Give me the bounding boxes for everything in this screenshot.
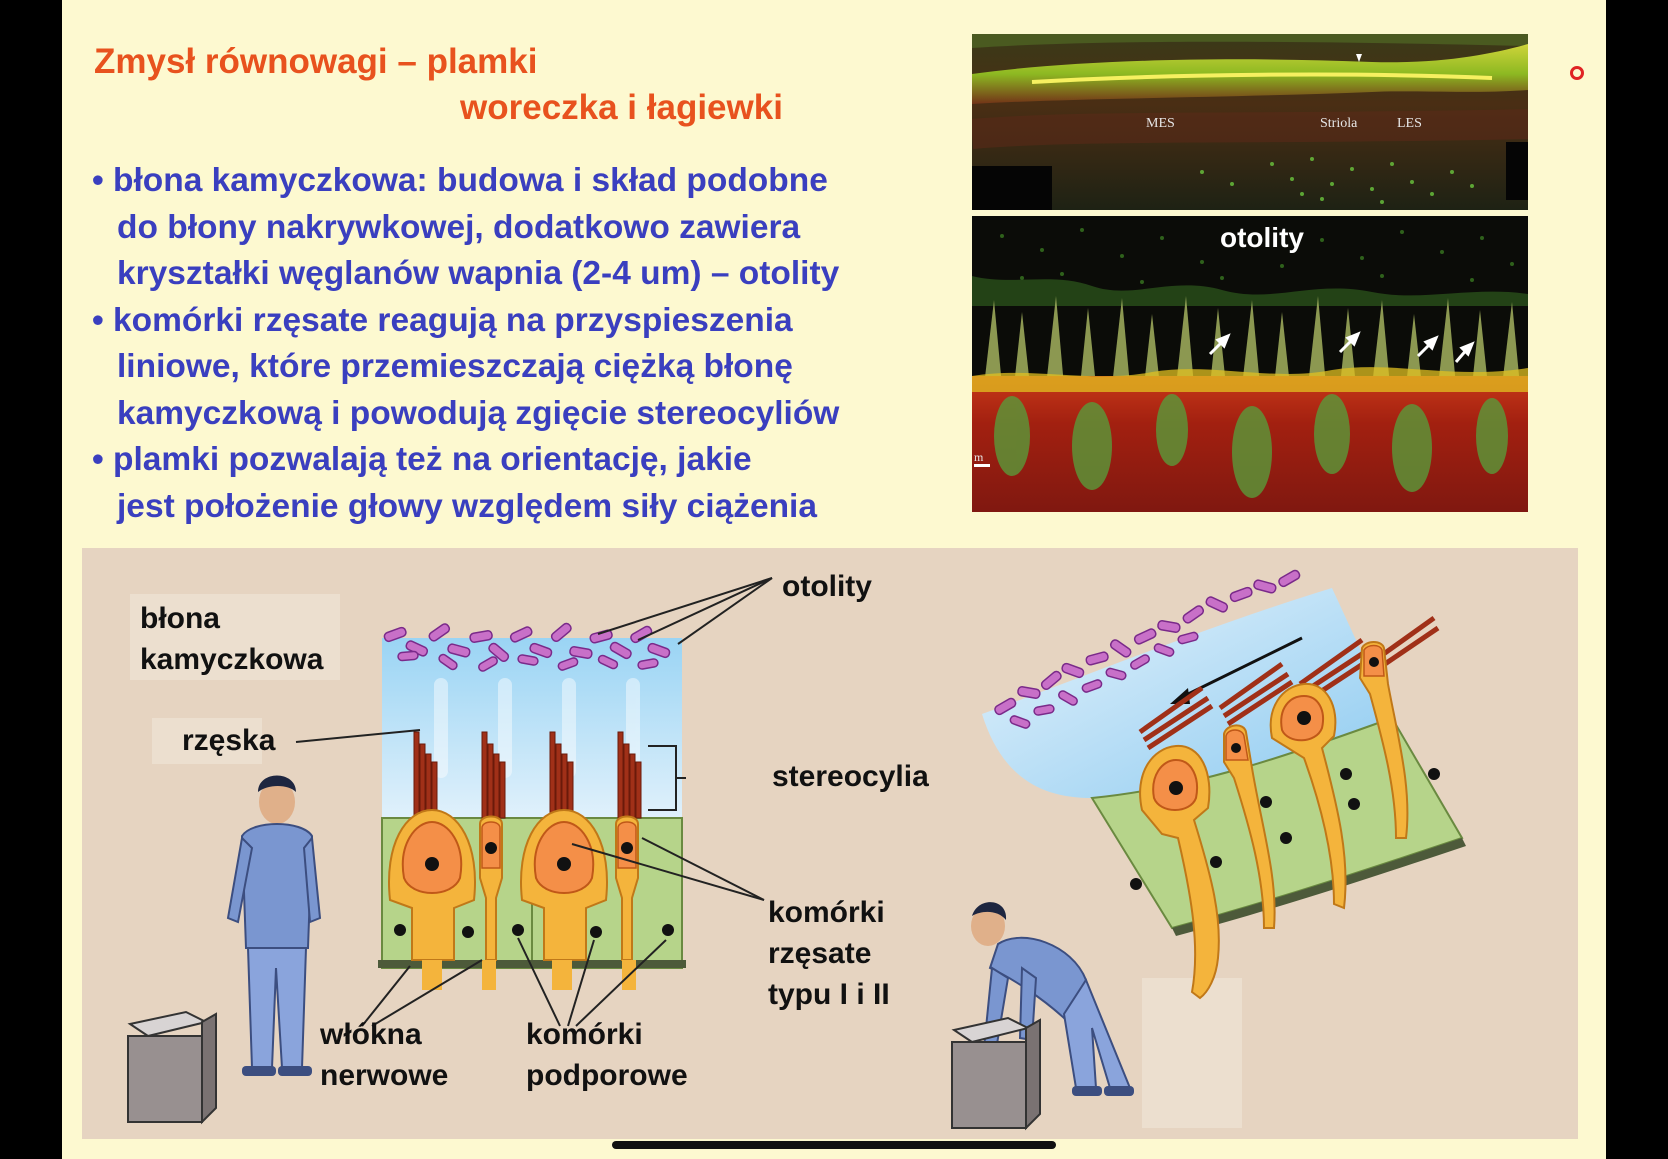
bullet-2-line-1: • komórki rzęsate reagują na przyspiesze…: [92, 301, 793, 339]
bullet-1-line-3: kryształki węglanów wapnia (2-4 um) – ot…: [117, 255, 840, 292]
bullet-1-line-2: do błony nakrywkowej, dodatkowo zawiera: [117, 208, 801, 246]
slide: Zmysł równowagi – plamki woreczka i łagi…: [62, 0, 1606, 1159]
bullet-list: • błona kamyczkowa: budowa i skład podob…: [92, 158, 952, 530]
label-wlokna-line2: nerwowe: [320, 1059, 449, 1092]
leader-lines: [295, 577, 773, 1027]
slide-title-line2: woreczka i łagiewki: [460, 88, 783, 127]
label-stereocylia: stereocylia: [772, 760, 929, 793]
macula-tilted: [982, 569, 1466, 1000]
slide-title-line1: Zmysł równowagi – plamki: [94, 42, 538, 81]
micrograph-top-image: [972, 34, 1528, 210]
micrograph-top-label-striola: Striola: [1320, 116, 1358, 131]
label-blona-kamyczkowa: błona kamyczkowa: [140, 598, 323, 680]
bullet-item-2: • komórki rzęsate reagują na przyspiesze…: [92, 298, 952, 438]
bullet-item-1: • błona kamyczkowa: budowa i skład podob…: [92, 158, 952, 298]
bullet-3-line-1: • plamki pozwalają też na orientację, ja…: [92, 441, 752, 478]
label-otolity: otolity: [782, 570, 872, 603]
label-komorki-podporowe-line2: podporowe: [526, 1059, 688, 1092]
bullet-3-line-2: jest położenie głowy względem siły ciąże…: [117, 487, 817, 525]
label-blona-line1: błona: [140, 602, 220, 635]
person-standing: [226, 775, 322, 1076]
label-komorki-rzesate-line3: typu I i II: [768, 978, 890, 1011]
macula-upright: [378, 622, 686, 990]
micrograph-bottom: otolity m: [972, 216, 1528, 512]
micrograph-bottom-scale-label: m: [974, 450, 984, 464]
micrograph-bottom-label-otolity: otolity: [1220, 222, 1304, 253]
recording-indicator-icon: [1570, 66, 1584, 80]
macula-diagram: otolity błona kamyczkowa rzęska stereocy…: [82, 548, 1578, 1139]
micrograph-top-label-mes: MES: [1146, 116, 1175, 131]
label-komorki-rzesate: komórki rzęsate typu I i II: [768, 892, 890, 1015]
label-blona-line2: kamyczkowa: [140, 643, 324, 676]
home-indicator-bar[interactable]: [612, 1141, 1056, 1149]
label-komorki-rzesate-line2: rzęsate: [768, 937, 872, 970]
micrograph-top: MES Striola LES: [972, 34, 1528, 210]
person-bending: [971, 902, 1134, 1096]
label-wlokna-nerwowe: włókna nerwowe: [320, 1014, 448, 1096]
box-left: [127, 1010, 217, 1125]
macula-diagram-illustration: [127, 569, 1466, 1131]
label-komorki-podporowe: komórki podporowe: [526, 1014, 688, 1096]
label-rzeska: rzęska: [182, 724, 276, 757]
label-komorki-rzesate-line1: komórki: [768, 896, 885, 929]
bullet-2-line-3: kamyczkową i powodują zgięcie stereocyli…: [117, 394, 840, 432]
label-wlokna-line1: włókna: [320, 1018, 422, 1051]
micrograph-top-label-les: LES: [1397, 116, 1422, 131]
bullet-2-line-2: liniowe, które przemieszczają ciężką bło…: [117, 348, 793, 385]
label-komorki-podporowe-line1: komórki: [526, 1018, 643, 1051]
box-right: [951, 1016, 1041, 1131]
bullet-1-line-1: • błona kamyczkowa: budowa i skład podob…: [92, 162, 828, 199]
bullet-item-3: • plamki pozwalają też na orientację, ja…: [92, 437, 952, 530]
micrograph-bottom-image: [972, 216, 1528, 512]
